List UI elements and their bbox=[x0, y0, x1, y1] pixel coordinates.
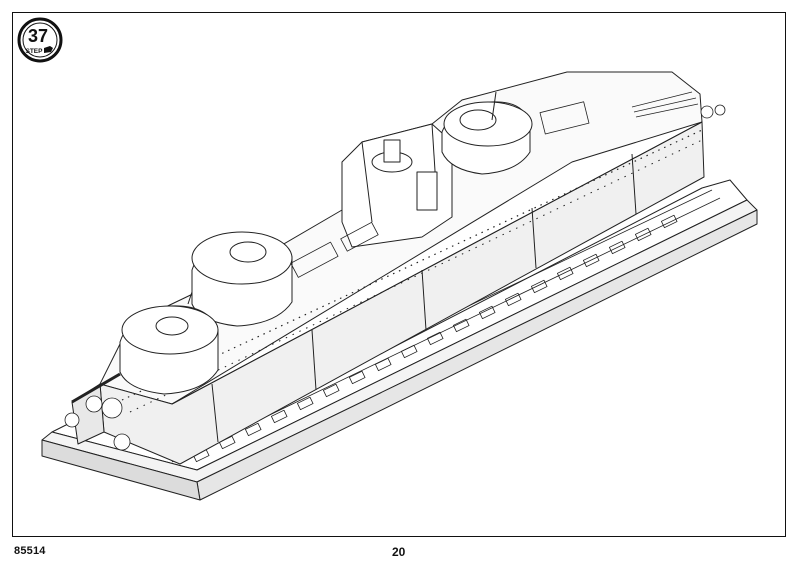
roof-details bbox=[64, 91, 726, 451]
page-number: 20 bbox=[392, 545, 406, 559]
step-badge: 37 STEP bbox=[17, 17, 63, 63]
railcar-illustration bbox=[41, 71, 758, 501]
hand-icon bbox=[44, 46, 53, 53]
command-cupola bbox=[341, 123, 453, 248]
front-turret bbox=[71, 305, 219, 404]
rear-turret bbox=[441, 91, 533, 175]
step-label: STEP bbox=[26, 48, 44, 55]
middle-turret bbox=[187, 231, 293, 327]
model-code: 85514 bbox=[14, 545, 46, 557]
step-number: 37 bbox=[28, 26, 48, 46]
